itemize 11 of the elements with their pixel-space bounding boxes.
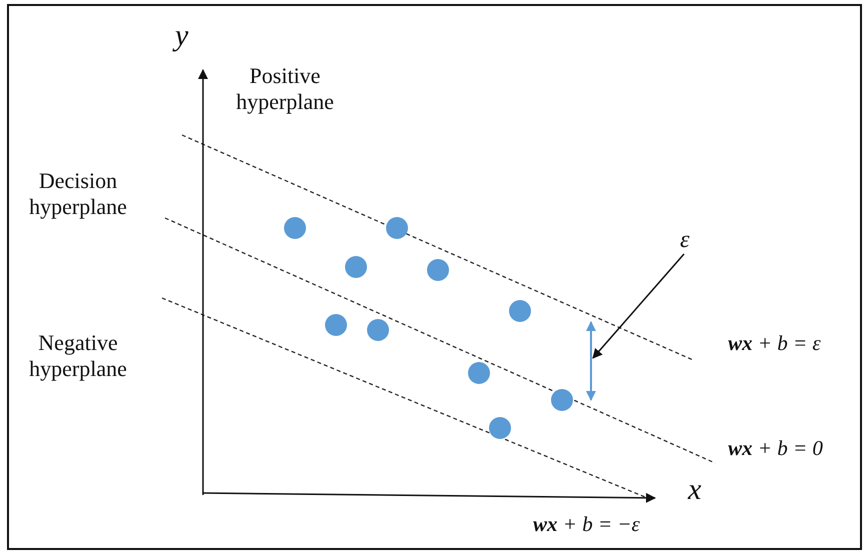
leader-line [592,254,685,359]
axis-label: y [175,18,188,54]
hyperplane-label: Decision hyperplane [28,168,128,221]
callout-label: ε [680,226,690,255]
axis-label: x [688,472,702,508]
hyperplane-label: Positive hyperplane [235,63,335,116]
hyperplane-label: Negative hyperplane [28,330,128,383]
equation-label: wx + b = 0 [728,436,823,462]
double-arrow [586,321,596,401]
equation-label: wx + b = −ε [533,512,640,538]
equation-label: wx + b = ε [728,331,821,356]
